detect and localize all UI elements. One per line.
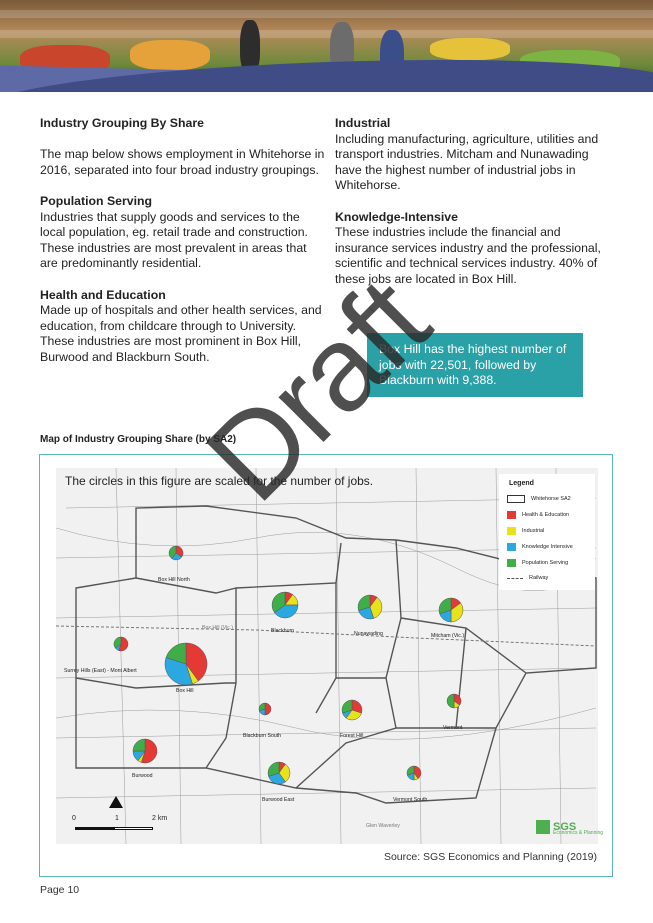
map-source: Source: SGS Economics and Planning (2019…	[383, 851, 597, 863]
right-column: Industrial Including manufacturing, agri…	[335, 116, 610, 288]
paragraph-knowledge-intensive: These industries include the financial a…	[335, 225, 601, 286]
knowledge-swatch-icon	[507, 543, 516, 551]
label-nunawading: Nunawading	[354, 631, 383, 637]
label-vermont-south: Vermont South	[393, 797, 428, 803]
north-arrow-icon	[109, 796, 123, 808]
legend-item-sa2: Whitehorse SA2	[507, 495, 571, 503]
label-mitcham: Mitcham (Vic.)	[431, 633, 465, 639]
sgs-logo: SGS Economics & Planning	[536, 820, 603, 836]
heading-population-serving: Population Serving	[40, 193, 153, 208]
heading-health-education: Health and Education	[40, 287, 166, 302]
railway-line-icon	[507, 577, 523, 579]
health-swatch-icon	[507, 511, 516, 519]
scale-labels: 0 1 2 km	[72, 815, 168, 822]
population-swatch-icon	[507, 559, 516, 567]
label-box-hill-north: Box Hill North	[158, 577, 190, 583]
label-surrey-hills: Surrey Hills (East) - Mont Albert	[64, 668, 137, 674]
map-title: Map of Industry Grouping Share (by SA2)	[40, 434, 237, 445]
legend-item-railway: Railway	[507, 575, 548, 581]
legend-item-industrial: Industrial	[507, 527, 544, 535]
map-caption: The circles in this figure are scaled fo…	[65, 474, 374, 488]
header-banner-photo	[0, 0, 653, 92]
label-burwood-east: Burwood East	[262, 797, 295, 803]
map-frame	[39, 454, 613, 877]
label-blackburn-south: Blackburn South	[243, 733, 282, 739]
label-blackburn: Blackburn	[271, 628, 295, 634]
legend-item-knowledge: Knowledge Intensive	[507, 543, 573, 551]
heading-industrial: Industrial	[335, 116, 391, 130]
label-road-box-hill: Box Hill (Vic.)	[202, 625, 234, 631]
page-number: Page 10	[40, 884, 80, 896]
heading-knowledge-intensive: Knowledge-Intensive	[335, 209, 458, 224]
scale-bar	[75, 827, 153, 830]
paragraph-population-serving: Industries that supply goods and service…	[40, 209, 308, 271]
paragraph-health-education: Made up of hospitals and other health se…	[40, 303, 322, 364]
paragraph-intro: The map below shows employment in Whiteh…	[40, 147, 325, 177]
paragraph-industrial: Including manufacturing, agriculture, ut…	[335, 131, 599, 193]
legend-item-population: Population Serving	[507, 559, 568, 567]
sa2-boundaries	[75, 505, 597, 804]
legend-title: Legend	[509, 480, 534, 487]
heading-industry-grouping: Industry Grouping By Share	[40, 116, 204, 130]
industrial-swatch-icon	[507, 527, 516, 535]
left-column: Industry Grouping By Share The map below…	[40, 116, 325, 366]
label-box-hill: Box Hill	[176, 688, 194, 694]
sgs-logo-icon	[536, 820, 550, 834]
map-legend: Legend Whitehorse SA2 Health & Education…	[499, 474, 595, 590]
callout-box: Box Hill has the highest number of jobs …	[367, 333, 583, 397]
label-forest-hill: Forest Hill	[340, 733, 364, 739]
legend-item-health: Health & Education	[507, 511, 569, 519]
sa2-swatch-icon	[507, 495, 525, 503]
label-glen-waverley: Glen Waverley	[366, 823, 400, 829]
label-vermont: Vermont	[443, 725, 463, 731]
label-burwood: Burwood	[132, 773, 153, 779]
